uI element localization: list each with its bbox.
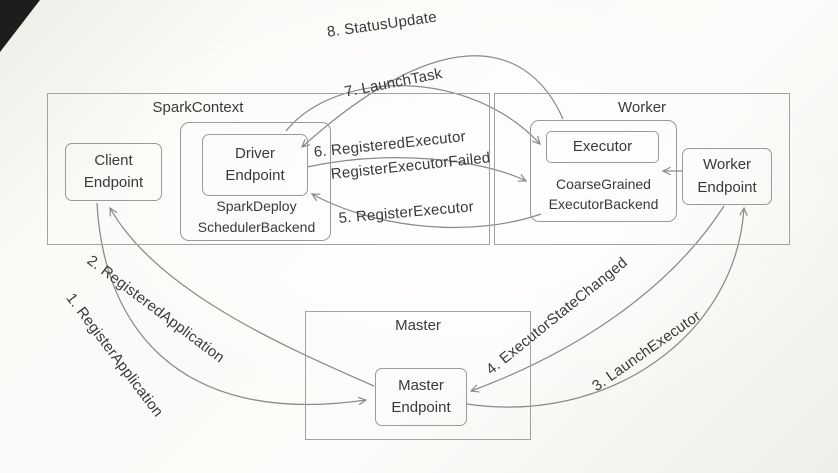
arrow-8-status-update [301, 55, 564, 148]
photo-page-corner [0, 0, 40, 52]
worker-title: Worker [617, 99, 667, 116]
spark-context-title: SparkContext [152, 99, 244, 116]
scheduler-backend-box: Driver Endpoint SparkDeploy SchedulerBac… [180, 122, 331, 241]
master-title: Master [395, 317, 441, 334]
executor-backend-label: CoarseGrained ExecutorBackend [548, 176, 659, 213]
spark-context-box: SparkContext Client Endpoint Driver Endp… [47, 93, 490, 245]
arrow-6-registered-executor [306, 157, 528, 182]
worker-endpoint-box: Worker Endpoint [682, 148, 772, 205]
master-box: Master Master Endpoint [305, 311, 531, 440]
client-endpoint-box: Client Endpoint [65, 143, 162, 201]
driver-endpoint-box: Driver Endpoint [202, 134, 308, 196]
arrow-3-launch-executor [466, 206, 748, 408]
worker-box: Worker Executor CoarseGrained ExecutorBa… [494, 93, 790, 245]
arrow-4-executor-state-changed [469, 205, 725, 393]
executor-box: Executor [546, 131, 659, 163]
master-endpoint-box: Master Endpoint [375, 368, 467, 426]
executor-backend-box: Executor CoarseGrained ExecutorBackend [530, 120, 677, 222]
arrow-5-register-executor [310, 193, 542, 229]
arrow-2-registered-application [109, 206, 375, 387]
arrow-7-launch-task [285, 85, 541, 145]
scheduler-backend-label: SparkDeploy SchedulerBackend [197, 198, 316, 235]
arrow-1-register-application [96, 202, 368, 406]
